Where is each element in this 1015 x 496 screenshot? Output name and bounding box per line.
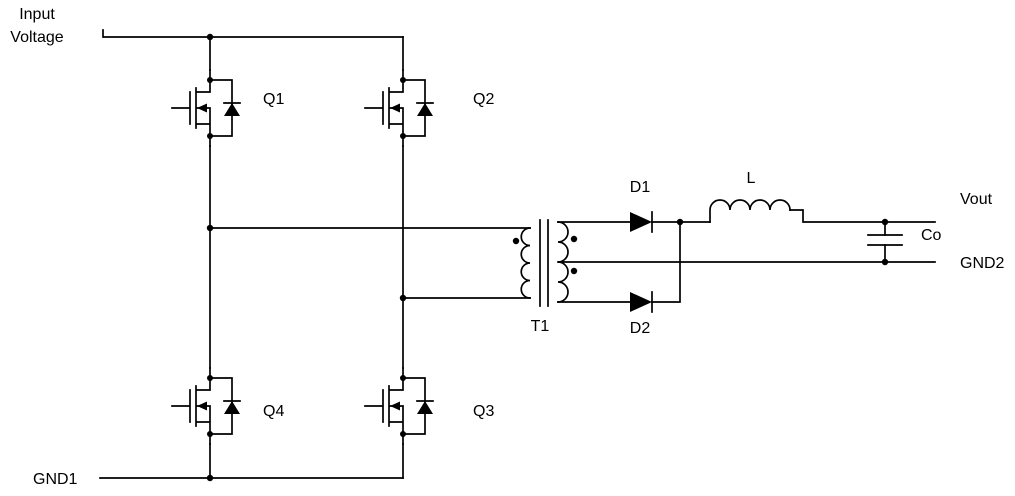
secondary-winding — [557, 221, 569, 303]
junction-dot — [676, 218, 684, 226]
junction-dots — [206, 33, 889, 482]
transformer-t1 — [512, 219, 578, 307]
primary-winding — [520, 227, 531, 299]
q3-label: Q3 — [473, 403, 494, 420]
primary-phase-dot — [512, 237, 520, 245]
junction-dot — [206, 474, 214, 482]
wires — [99, 29, 936, 479]
t1-label: T1 — [531, 318, 550, 335]
secondary-phase-dot-bottom — [570, 267, 578, 275]
junction-dot — [399, 294, 407, 302]
junction-dot — [881, 218, 889, 226]
junction-dot — [881, 258, 889, 266]
mosfet-q2 — [364, 69, 434, 147]
co-label: Co — [921, 227, 942, 244]
labels: Input Voltage GND1 Q1 Q2 Q4 Q3 T1 D1 D2 … — [10, 6, 1004, 488]
vout-wire — [789, 209, 936, 223]
gnd1-label: GND1 — [33, 471, 78, 488]
diode-triangle — [630, 212, 652, 232]
capacitor-co — [867, 221, 903, 263]
d1-label: D1 — [630, 179, 651, 196]
junction-dot — [206, 33, 214, 41]
vout-label: Vout — [960, 191, 993, 208]
input-rail-wire — [102, 29, 404, 38]
diode-d1 — [630, 211, 653, 233]
diode-d2 — [630, 291, 653, 313]
q2-label: Q2 — [473, 91, 494, 108]
input-voltage-label-line1: Input — [19, 6, 55, 23]
diode-triangle — [630, 292, 652, 312]
mosfet-q3 — [364, 367, 434, 445]
d2-label: D2 — [630, 320, 651, 337]
mosfet-q4 — [171, 367, 241, 445]
capacitor-plates — [867, 234, 903, 246]
q1-label: Q1 — [263, 91, 284, 108]
gnd2-label: GND2 — [960, 255, 1005, 272]
inductor-label: L — [747, 170, 756, 187]
mosfet-q1 — [171, 69, 241, 147]
junction-dot — [206, 224, 214, 232]
transformer-core — [539, 219, 549, 307]
input-voltage-label-line2: Voltage — [10, 29, 63, 46]
q4-label: Q4 — [263, 403, 284, 420]
secondary-phase-dot-top — [570, 235, 578, 243]
inductor-coil — [709, 199, 791, 223]
d2-output-wire — [651, 221, 681, 303]
